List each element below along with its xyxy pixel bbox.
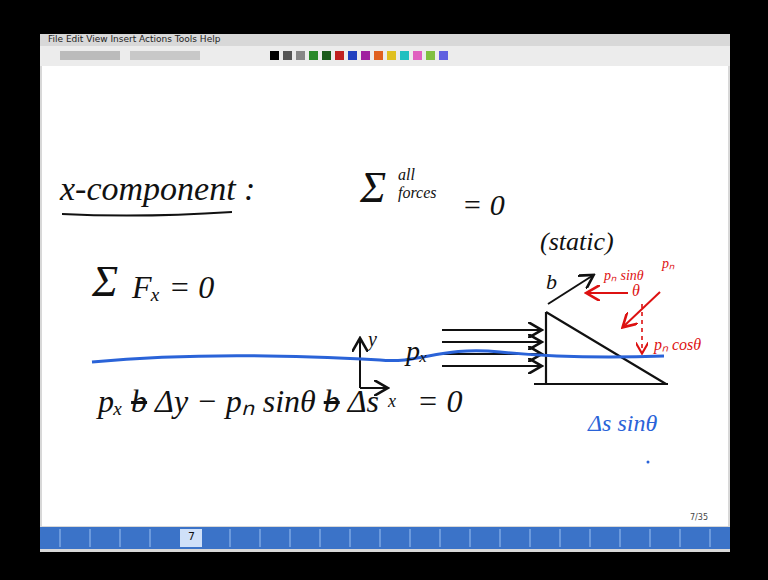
ink-dot <box>647 461 650 464</box>
note: (static) <box>540 228 614 257</box>
menu-bar: File Edit View Insert Actions Tools Help <box>48 35 220 45</box>
cancelled-width: b <box>324 384 340 419</box>
y-axis <box>359 340 361 388</box>
equation-term: Δs <box>348 384 379 419</box>
fluid-wedge <box>534 312 668 384</box>
force-label: pₙ <box>662 256 675 271</box>
window-frame <box>40 34 730 552</box>
toolbar-swatches <box>60 51 448 60</box>
page-bar <box>40 527 730 549</box>
divider-stroke <box>92 351 664 362</box>
angle-label: θ <box>632 282 640 300</box>
page-bar-ticks <box>60 529 710 547</box>
sum-symbol: Σ <box>92 258 118 306</box>
page-number: 7/35 <box>690 514 708 523</box>
heading-underline <box>62 212 232 216</box>
page-tab-number: 7 <box>188 531 195 543</box>
width-label: b <box>546 270 557 294</box>
axis-label: x <box>388 392 396 412</box>
force-equation: Fₓ = 0 <box>132 270 214 305</box>
sin-component-arrow <box>588 292 628 294</box>
page <box>42 66 728 526</box>
sum-index: all forces <box>398 166 448 201</box>
equilibrium-equation: pₓbΔy − pₙ sinθbΔs= 0 <box>98 384 463 419</box>
equation-rhs: = 0 <box>417 384 463 419</box>
note: Δs sinθ <box>588 410 657 436</box>
equation-term: Δy − pₙ sinθ <box>155 384 316 419</box>
pressure-term: pₓ <box>98 384 123 419</box>
force-component: pₙ sinθ <box>604 268 644 283</box>
pressure-label: pₓ <box>406 336 428 367</box>
pressure-arrows <box>442 330 540 366</box>
section-heading: x-component : <box>60 170 255 207</box>
equation-rhs: = 0 <box>462 188 505 221</box>
sum-symbol: Σ <box>360 164 386 212</box>
cos-component-arrow <box>641 304 643 352</box>
axis-label: y <box>368 328 377 350</box>
current-page-tab <box>180 529 202 547</box>
cancelled-width: b <box>131 384 147 419</box>
toolbar <box>40 46 730 66</box>
force-component: pₙ cosθ <box>654 336 701 354</box>
